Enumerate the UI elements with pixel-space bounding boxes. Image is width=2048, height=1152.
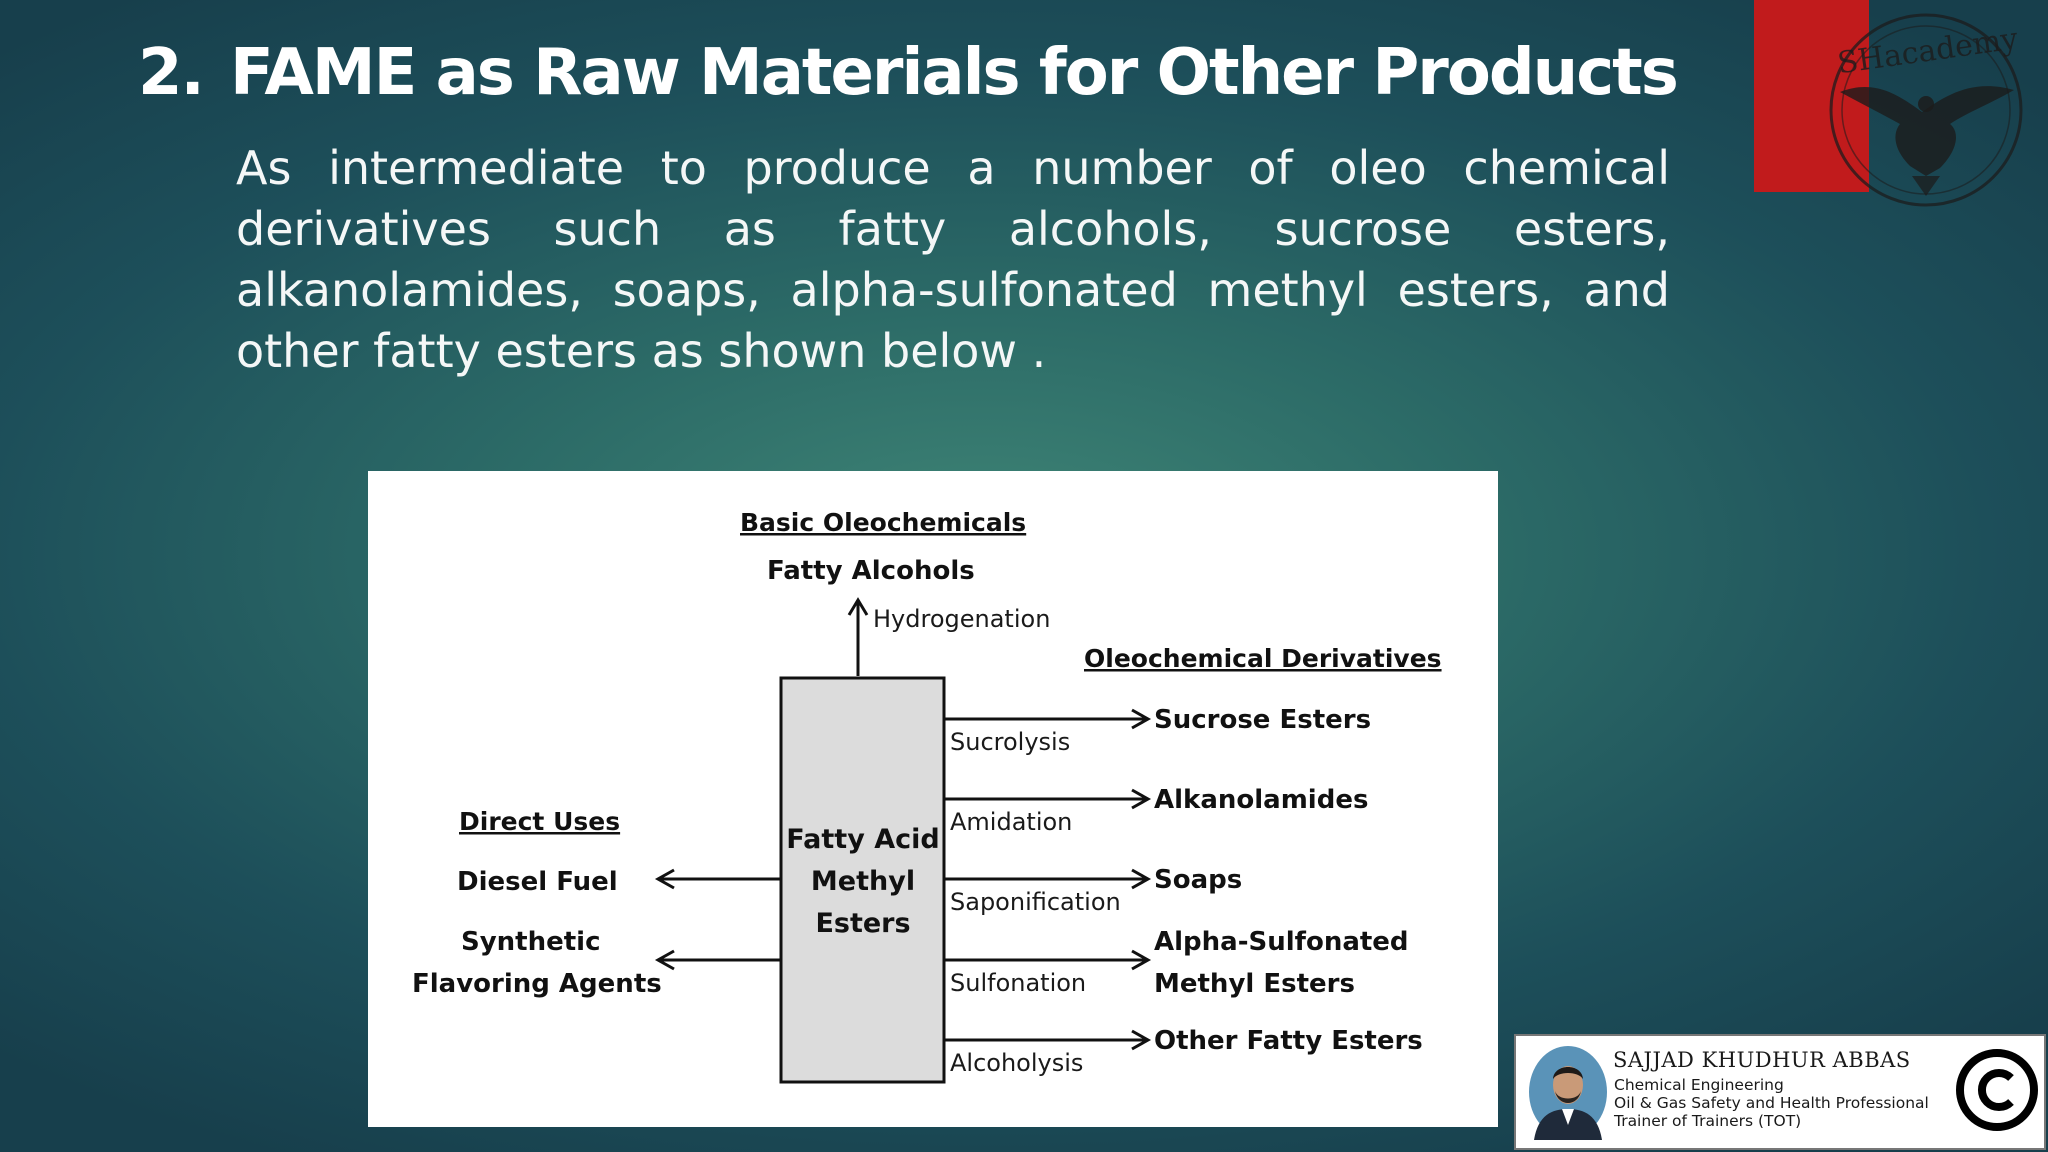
oleochemical-diagram: Basic Oleochemicals Fatty Alcohols Hydro… — [368, 471, 1498, 1127]
alcoholysis-label: Alcoholysis — [950, 1049, 1083, 1077]
author-line-2: Oil & Gas Safety and Health Professional — [1614, 1094, 1929, 1112]
author-line-1: Chemical Engineering — [1614, 1076, 1784, 1094]
sucrose-esters-label: Sucrose Esters — [1154, 705, 1371, 735]
saponification-arrow-head — [1131, 868, 1152, 890]
diesel-fuel-label: Diesel Fuel — [457, 867, 618, 897]
basic-oleochemicals-heading: Basic Oleochemicals — [740, 508, 1026, 537]
amidation-label: Amidation — [950, 808, 1072, 836]
alpha-sulfonated-label: Alpha-Sulfonated — [1154, 927, 1409, 957]
author-line-3: Trainer of Trainers (TOT) — [1614, 1112, 1802, 1130]
synthetic-label: Synthetic — [461, 927, 601, 957]
flavoring-arrow-head — [654, 949, 675, 971]
slide-title: 2. FAME as Raw Materials for Other Produc… — [138, 36, 1679, 110]
diesel-fuel-arrow-head — [654, 868, 675, 890]
alkanolamides-label: Alkanolamides — [1154, 785, 1368, 815]
flavoring-agents-label: Flavoring Agents — [412, 969, 662, 999]
copyright-icon — [1956, 1049, 2038, 1131]
amidation-arrow-head — [1131, 788, 1152, 810]
sulfonation-label: Sulfonation — [950, 969, 1086, 997]
fame-label-line2: Methyl — [811, 866, 915, 897]
sucrolysis-label: Sucrolysis — [950, 728, 1070, 756]
fatty-alcohols-label: Fatty Alcohols — [767, 556, 975, 586]
sulfonation-arrow-head — [1131, 949, 1152, 971]
alcoholysis-arrow-head — [1131, 1029, 1152, 1051]
author-card: SAJJAD KHUDHUR ABBAS Chemical Engineerin… — [1514, 1034, 2046, 1150]
slide-title-text: FAME as Raw Materials for Other Products — [230, 36, 1679, 110]
avatar — [1528, 1045, 1608, 1140]
logo-text: SHacademy — [1835, 21, 2020, 81]
oleochemical-derivatives-heading: Oleochemical Derivatives — [1084, 644, 1442, 673]
academy-logo: SHacademy — [1800, 0, 2040, 220]
other-fatty-esters-label: Other Fatty Esters — [1154, 1026, 1423, 1056]
eagle-seal-icon: SHacademy — [1829, 13, 2023, 207]
soaps-label: Soaps — [1154, 865, 1242, 895]
slide-title-number: 2. — [138, 36, 205, 110]
author-name: SAJJAD KHUDHUR ABBAS — [1613, 1048, 1911, 1072]
slide-body-text: As intermediate to produce a number of o… — [236, 141, 1670, 378]
saponification-label: Saponification — [950, 888, 1121, 916]
methyl-esters-label: Methyl Esters — [1154, 969, 1355, 999]
sucrolysis-arrow-head — [1131, 708, 1152, 730]
fame-label-line3: Esters — [815, 908, 910, 939]
hydrogenation-arrow-head — [847, 597, 869, 616]
diagram-svg: Basic Oleochemicals Fatty Alcohols Hydro… — [412, 508, 1442, 1084]
direct-uses-heading: Direct Uses — [459, 807, 620, 836]
fame-label-line1: Fatty Acid — [786, 824, 939, 855]
hydrogenation-label: Hydrogenation — [873, 605, 1050, 633]
